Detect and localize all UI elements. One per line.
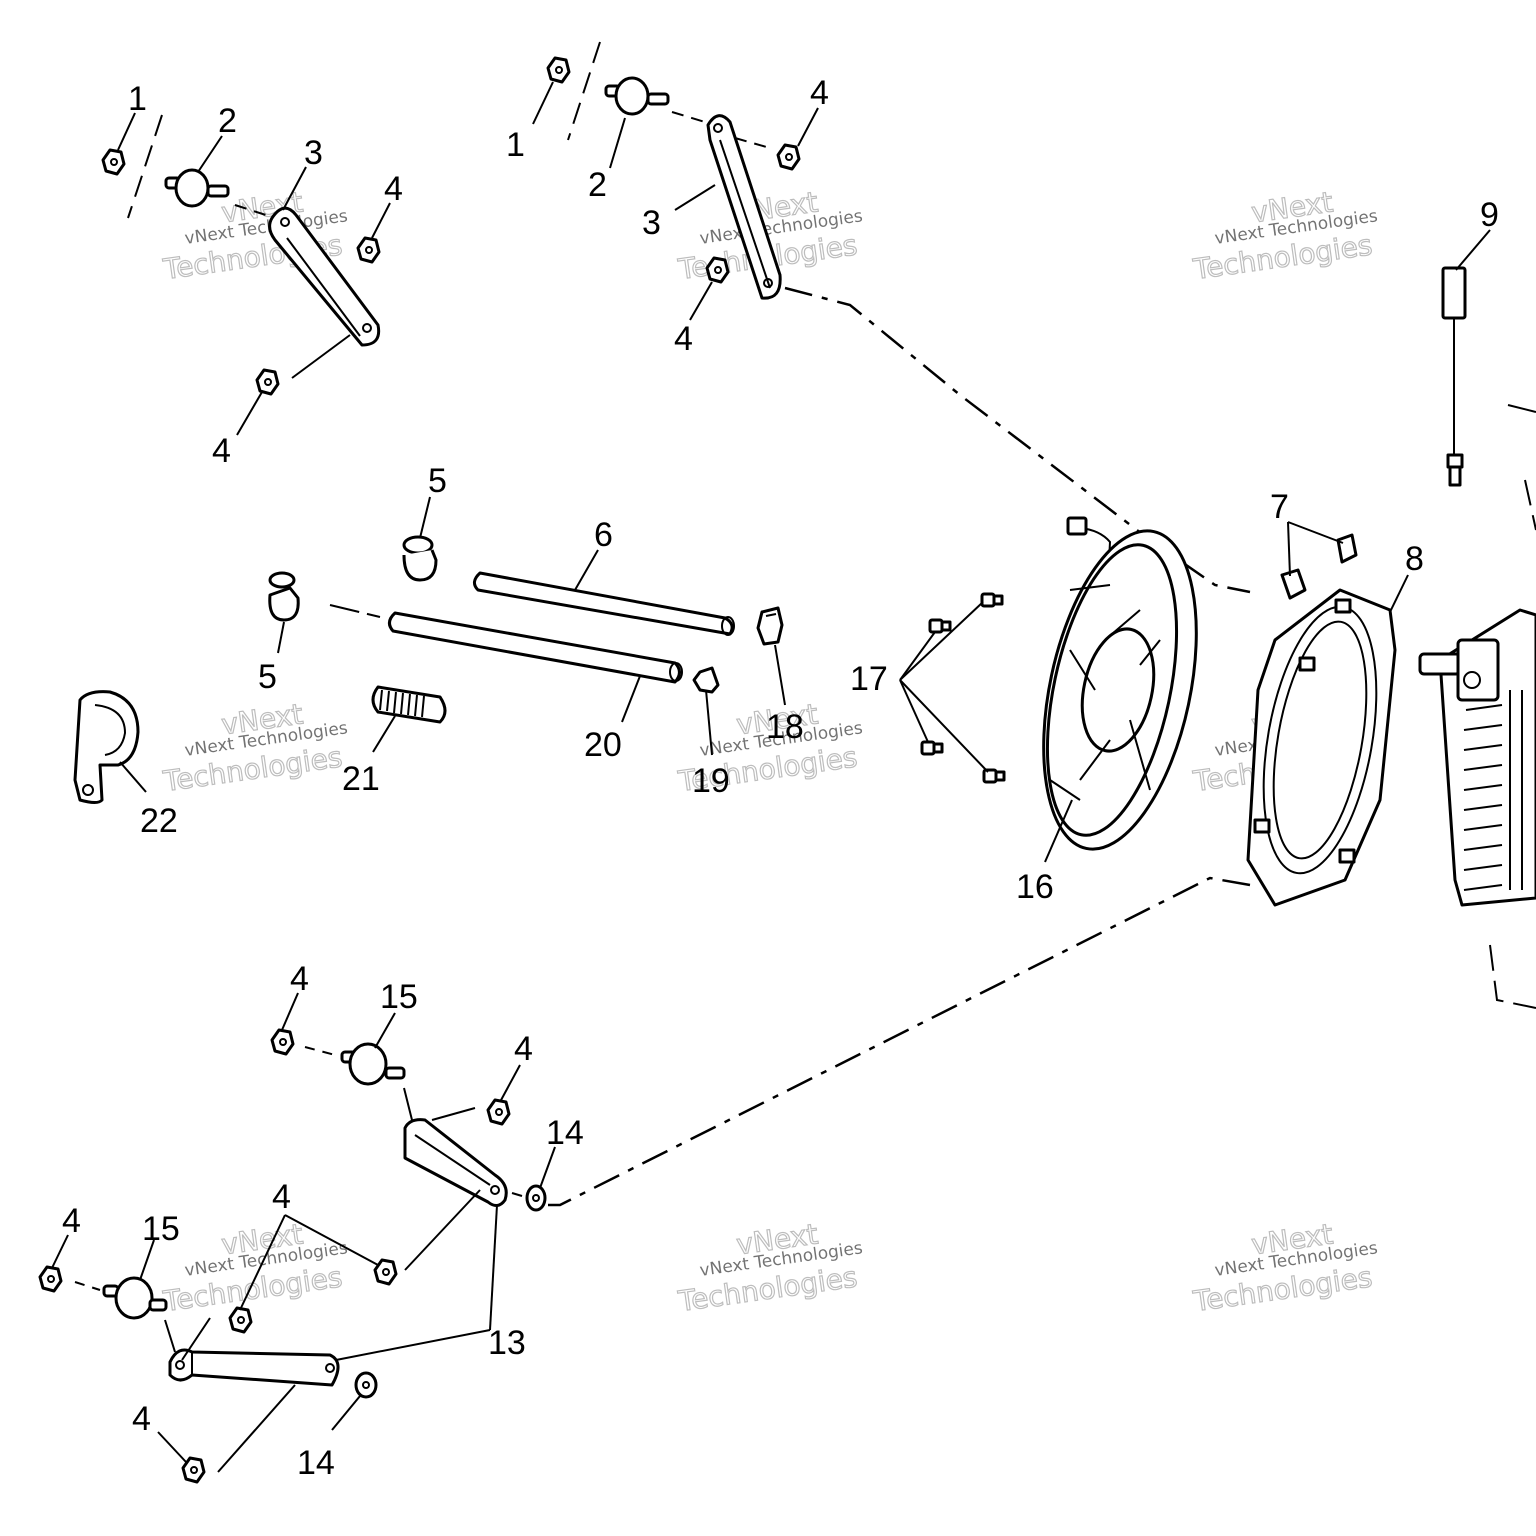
hose-part-6 xyxy=(473,571,735,636)
callout-6: 6 xyxy=(594,516,613,554)
hose-clamp-part-5-upper xyxy=(402,535,438,582)
radiator-core xyxy=(1418,608,1536,907)
hex-nut-part-4-h xyxy=(38,1265,63,1293)
screw-17-c xyxy=(920,740,944,756)
screw-17-a xyxy=(980,592,1004,608)
bracket-part-13-upper xyxy=(403,1118,508,1207)
callout-5: 5 xyxy=(258,658,277,696)
callout-4: 4 xyxy=(212,432,231,470)
hex-nut-part-4-f xyxy=(486,1098,511,1126)
callout-4: 4 xyxy=(674,320,693,358)
callout-4: 4 xyxy=(514,1030,533,1068)
callout-18: 18 xyxy=(766,708,804,746)
callout-15: 15 xyxy=(380,978,418,1016)
hose-clamp-part-5-lower xyxy=(268,571,300,622)
callout-8: 8 xyxy=(1405,540,1424,578)
watermark-layer: vNext vNext Technologies Technologies vN… xyxy=(160,185,1379,1319)
screw-17-d xyxy=(982,768,1006,784)
callout-14: 14 xyxy=(546,1114,584,1152)
upper-middle-mount-group xyxy=(546,56,801,300)
callout-5: 5 xyxy=(428,462,447,500)
temperature-sensor-part-9 xyxy=(1441,266,1467,487)
callout-17: 17 xyxy=(850,660,888,698)
callout-4: 4 xyxy=(290,960,309,998)
callout-9: 9 xyxy=(1480,196,1499,234)
hex-nut-part-4-a xyxy=(356,236,381,264)
callout-16: 16 xyxy=(1016,868,1054,906)
washer-part-14-lower xyxy=(354,1371,378,1399)
screws-part-17 xyxy=(920,592,1006,784)
callout-22: 22 xyxy=(140,802,178,840)
callout-4: 4 xyxy=(384,170,403,208)
callout-4: 4 xyxy=(272,1178,291,1216)
clip-part-7-b xyxy=(1336,533,1358,564)
hose-clip-part-18 xyxy=(756,606,784,646)
assembly-lines xyxy=(74,41,1536,1291)
screw-17-b xyxy=(928,618,952,634)
callout-21: 21 xyxy=(342,760,380,798)
sleeve-part-21 xyxy=(371,685,447,724)
callout-2: 2 xyxy=(588,166,607,204)
hex-nut-part-4-g xyxy=(373,1258,398,1286)
hose-clip-part-19 xyxy=(692,666,720,694)
lower-mount-group xyxy=(38,1028,547,1484)
callout-13: 13 xyxy=(488,1324,526,1362)
callout-labels: 1 2 3 4 4 1 2 3 4 4 5 5 6 20 21 22 18 19… xyxy=(62,74,1499,1482)
hex-nut-part-4-e xyxy=(270,1028,295,1056)
callout-1: 1 xyxy=(128,80,147,118)
callout-4: 4 xyxy=(810,74,829,112)
bracket-part-3-middle xyxy=(706,114,782,300)
hex-nut-part-4-d xyxy=(705,256,730,284)
callout-14: 14 xyxy=(297,1444,335,1482)
hex-nut-part-1-left xyxy=(101,148,126,176)
callout-4: 4 xyxy=(62,1202,81,1240)
clip-part-7-a xyxy=(1280,568,1307,600)
callout-4: 4 xyxy=(132,1400,151,1438)
callout-20: 20 xyxy=(584,726,622,764)
callout-7: 7 xyxy=(1270,488,1289,526)
hose-part-20 xyxy=(388,611,683,684)
rubber-isolator-part-2-left xyxy=(164,168,230,208)
hex-nut-part-4-c xyxy=(776,143,801,171)
cooling-fan-part-16 xyxy=(1042,516,1198,851)
hex-nut-part-4-j xyxy=(181,1456,206,1484)
callout-19: 19 xyxy=(692,762,730,800)
bracket-part-13-lower xyxy=(168,1348,340,1387)
clip-part-22 xyxy=(73,690,140,804)
fan-shroud-part-8 xyxy=(1246,588,1397,907)
hex-nut-part-4-i xyxy=(228,1306,253,1334)
hex-nut-part-4-b xyxy=(255,368,280,396)
callout-3: 3 xyxy=(304,134,323,172)
callout-1: 1 xyxy=(506,126,525,164)
rubber-isolator-part-15-upper xyxy=(340,1042,406,1086)
rubber-isolator-part-2-middle xyxy=(604,76,670,116)
hex-nut-part-1-middle xyxy=(546,56,571,84)
rubber-isolator-part-15-lower xyxy=(102,1276,168,1320)
callout-2: 2 xyxy=(218,102,237,140)
washer-part-14-upper xyxy=(525,1184,547,1212)
callout-3: 3 xyxy=(642,204,661,242)
callout-15: 15 xyxy=(142,1210,180,1248)
leader-lines xyxy=(51,81,1491,1473)
